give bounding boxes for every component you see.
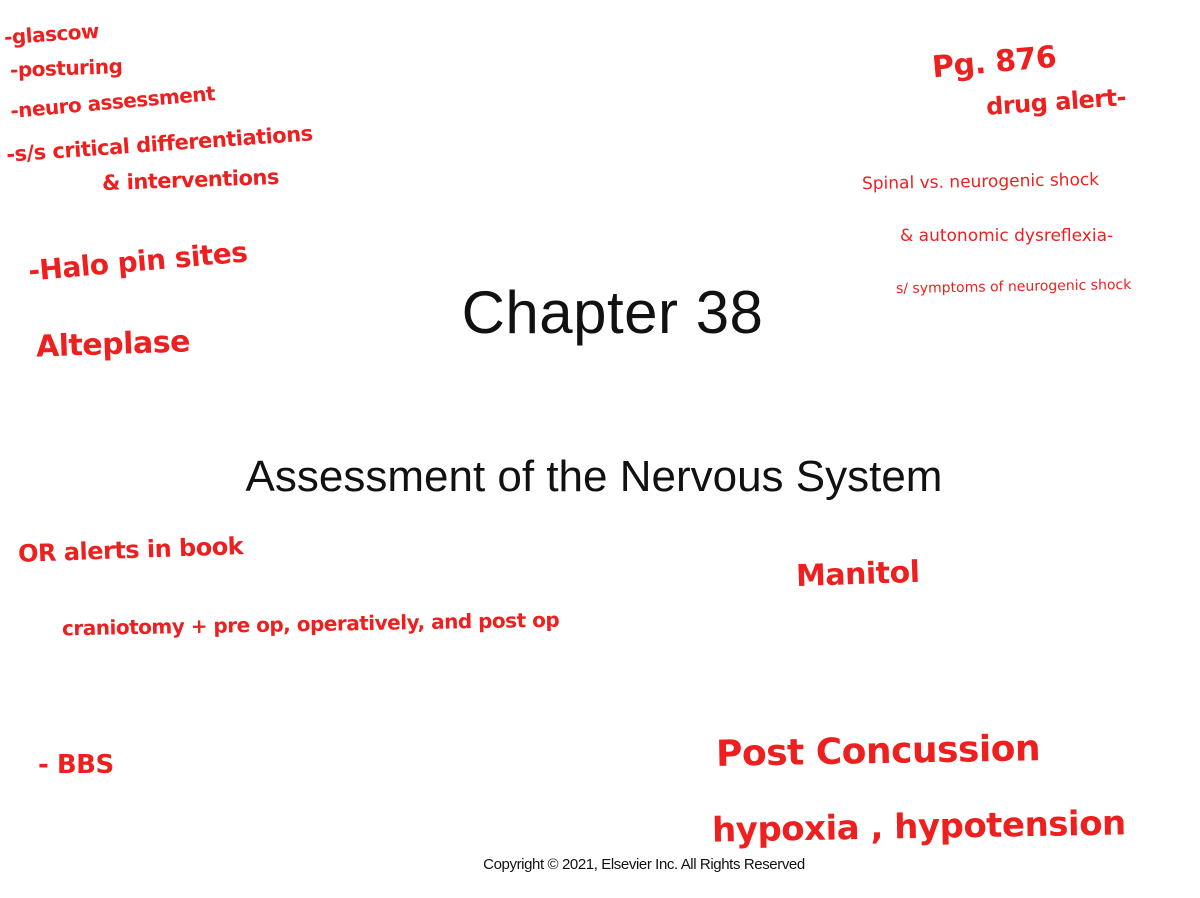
note-mannitol: Manitol [795,554,921,595]
note-post-concussion: Post Concussion [715,728,1041,775]
note-autonomic-dysreflexia: & autonomic dysreflexia- [900,226,1114,246]
note-neuro-assessment: -neuro assessment [9,81,216,123]
note-spinal-vs-neurogenic: Spinal vs. neurogenic shock [861,169,1100,195]
note-craniotomy: craniotomy + pre op, operatively, and po… [61,607,560,641]
note-drug-alert: drug alert- [985,83,1127,121]
note-interventions: & interventions [101,164,280,196]
note-critical-differentiations: -s/s critical differentiations [5,121,314,167]
note-alteplase: Alteplase [35,324,191,365]
slide-title: Chapter 38 [461,279,764,346]
slide-subtitle: Assessment of the Nervous System [245,452,943,501]
note-bbs: - BBS [38,750,114,780]
note-page-ref: Pg. 876 [930,39,1058,86]
copyright-notice: Copyright © 2021, Elsevier Inc. All Righ… [483,856,805,873]
note-posturing: -posturing [9,54,123,82]
note-or-alerts: OR alerts in book [17,532,244,568]
note-neurogenic-symptoms: s/ symptoms of neurogenic shock [895,276,1132,298]
note-glascow: -glascow [3,18,100,50]
note-hypoxia-hypotension: hypoxia , hypotension [711,803,1127,851]
